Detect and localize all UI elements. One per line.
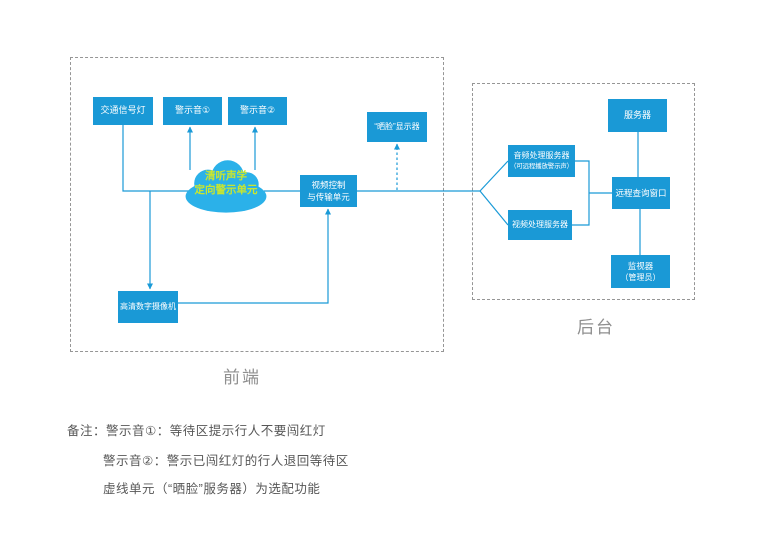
notes-line-3: 虚线单元（“晒脸”服务器）为选配功能	[103, 482, 321, 496]
node-video-control-unit-line2: 与传输单元	[307, 192, 350, 202]
node-hd-camera-label: 高清数字摄像机	[120, 302, 176, 312]
node-monitor-admin: 监视器 （管理员）	[611, 255, 670, 288]
node-hd-camera: 高清数字摄像机	[118, 291, 178, 323]
node-video-processing-server-label: 视频处理服务器	[512, 220, 568, 230]
node-face-display: “晒脸”显示器	[367, 112, 427, 142]
cloud-label-line1: 清听声学	[205, 170, 247, 182]
notes-prefix: 备注：	[67, 424, 107, 438]
node-server-label: 服务器	[623, 109, 651, 120]
node-audio-processing-server-line2: （可远程播放警示声）	[509, 163, 573, 171]
node-warning-sound-2: 警示音②	[228, 97, 287, 125]
backend-label: 后台	[577, 318, 615, 337]
notes-item-1: 警示音①：等待区提示行人不要闯红灯	[106, 424, 326, 438]
cloud-icon	[185, 160, 267, 213]
node-warning-sound-1: 警示音①	[163, 97, 222, 125]
cloud-label: 清听声学 定向警示单元	[183, 169, 269, 197]
frontend-region	[70, 57, 444, 352]
frontend-label: 前端	[223, 368, 261, 387]
node-video-control-unit: 视频控制 与传输单元	[300, 175, 357, 207]
notes-line-1: 备注：警示音①：等待区提示行人不要闯红灯	[67, 420, 326, 439]
node-warning-sound-2-label: 警示音②	[239, 105, 276, 116]
node-remote-query-window-label: 远程查询窗口	[615, 187, 667, 198]
node-audio-processing-server-line1: 音频处理服务器	[513, 151, 570, 161]
node-audio-processing-server: 音频处理服务器 （可远程播放警示声）	[508, 145, 575, 177]
node-remote-query-window: 远程查询窗口	[612, 177, 670, 209]
node-monitor-admin-line1: 监视器	[627, 260, 654, 271]
node-video-processing-server: 视频处理服务器	[508, 210, 572, 240]
node-video-control-unit-line1: 视频控制	[311, 179, 346, 190]
cloud-label-line2: 定向警示单元	[194, 184, 258, 197]
node-server: 服务器	[608, 99, 667, 132]
node-traffic-light: 交通信号灯	[93, 97, 153, 125]
node-face-display-label: “晒脸”显示器	[374, 122, 420, 132]
node-warning-sound-1-label: 警示音①	[174, 105, 211, 116]
node-monitor-admin-line2: （管理员）	[620, 272, 661, 282]
notes-line-2: 警示音②：警示已闯红灯的行人退回等待区	[103, 454, 349, 468]
node-directional-warning-cloud: 清听声学 定向警示单元	[183, 157, 269, 215]
node-traffic-light-label: 交通信号灯	[100, 105, 146, 116]
